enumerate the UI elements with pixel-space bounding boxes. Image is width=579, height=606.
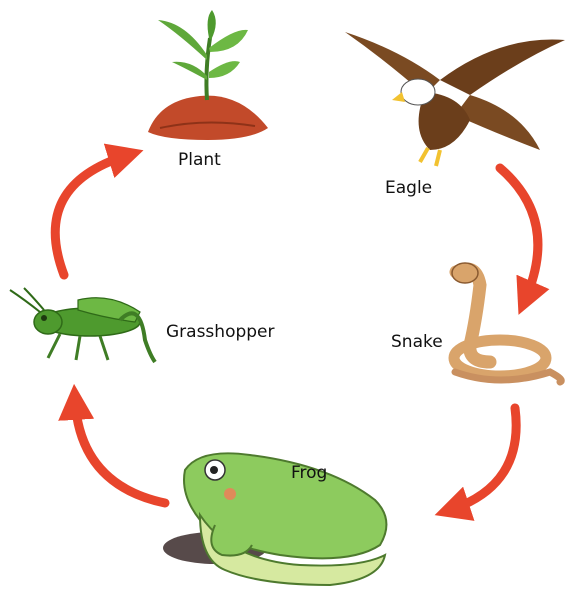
eagle-label: Eagle xyxy=(385,178,432,198)
arrow-eagle-to-snake xyxy=(500,168,538,300)
arrow-frog-to-grasshopper xyxy=(75,400,165,503)
plant-label: Plant xyxy=(178,150,221,170)
frog-icon xyxy=(163,453,386,585)
plant-icon xyxy=(148,10,268,140)
snake-label: Snake xyxy=(391,332,443,352)
arrow-grasshopper-to-plant xyxy=(55,155,128,275)
eagle-icon xyxy=(345,32,565,166)
frog-label: Frog xyxy=(291,463,327,483)
arrow-snake-to-frog xyxy=(450,408,516,510)
grasshopper-label: Grasshopper xyxy=(166,322,275,342)
snake-icon xyxy=(452,263,561,382)
grasshopper-icon xyxy=(10,288,155,362)
